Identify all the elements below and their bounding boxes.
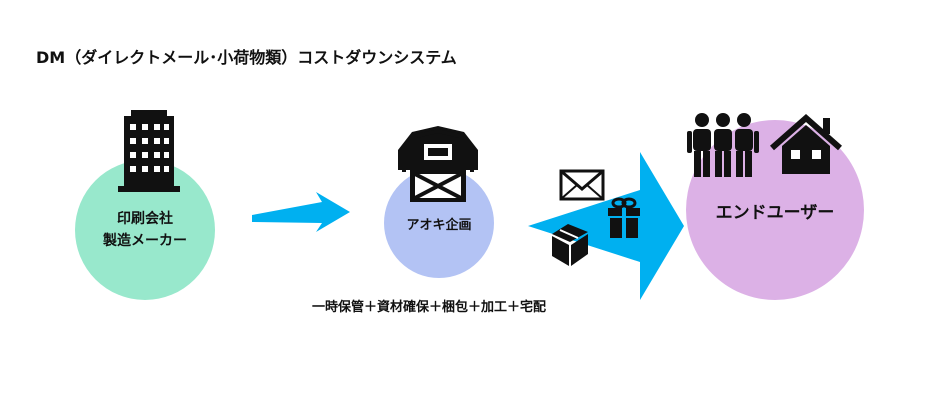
house-icon [770,113,842,174]
flow-arrow-large [528,152,684,300]
manufacturer-label: 印刷会社 製造メーカー [75,208,215,252]
enduser-label: エンドユーザー [715,203,835,223]
office-building-icon [118,110,180,192]
page-title: DM（ダイレクトメール･小荷物類）コストダウンシステム [36,48,457,67]
box-icon [552,224,588,266]
flow-arrow-small [252,192,350,232]
people-group-icon [687,113,759,177]
gift-icon [608,197,640,238]
barn-warehouse-icon [398,126,478,202]
aoki-label: アオキ企画 [406,218,472,233]
manufacturer-label-line1: 印刷会社 [117,211,173,227]
envelope-icon [559,169,605,201]
services-caption: 一時保管＋資材確保＋梱包＋加工＋宅配 [312,300,547,315]
manufacturer-label-line2: 製造メーカー [103,233,187,249]
